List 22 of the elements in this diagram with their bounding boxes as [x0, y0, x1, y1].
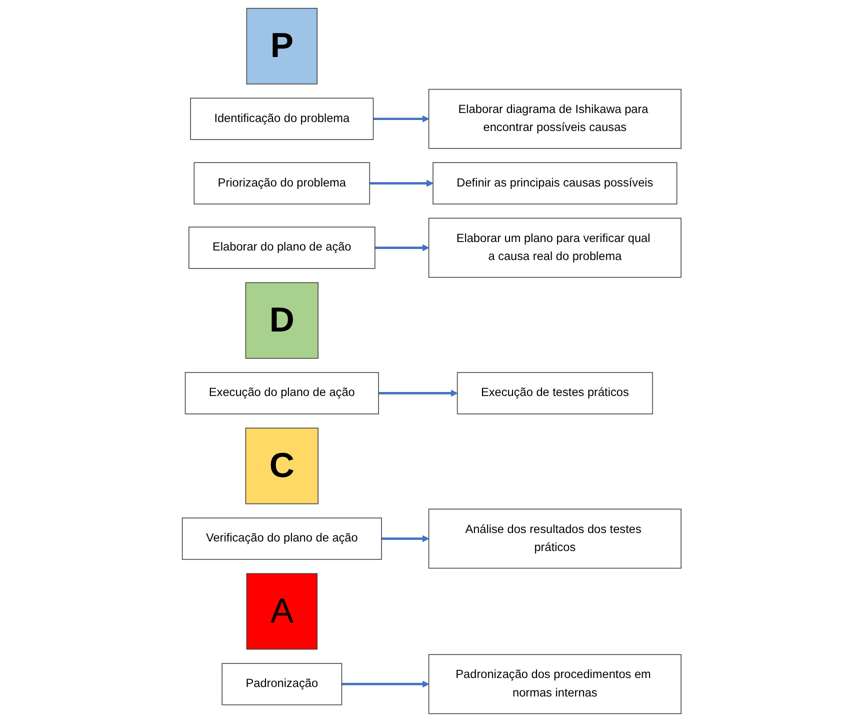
node-box: P	[246, 8, 318, 84]
arrow	[375, 244, 430, 252]
node-box: D	[246, 282, 319, 359]
node-box: Definir as principais causas possíveis	[432, 162, 678, 204]
node-box: Elaborar um plano para verificar qual a causa real do problema	[428, 218, 682, 278]
node-box: Análise dos resultados dos testes práticos	[428, 508, 682, 569]
arrow	[374, 115, 430, 122]
node-box: Elaborar do plano de ação	[188, 226, 376, 269]
arrow	[370, 180, 434, 187]
node-box: C	[246, 428, 319, 504]
node-box: Padronização	[222, 663, 342, 706]
node-box: A	[246, 573, 318, 650]
node-box: Execução de testes práticos	[457, 372, 654, 414]
arrow	[382, 535, 430, 542]
node-box: Elaborar diagrama de Ishikawa para encontrar possíveis causas	[428, 88, 682, 149]
arrow	[378, 390, 458, 397]
node-box: Execução do plano de ação	[185, 372, 380, 414]
arrow	[342, 680, 430, 688]
node-box: Padronização dos procedimentos em normas internas	[428, 654, 682, 714]
node-box: Identificação do problema	[190, 98, 374, 140]
node-box: Priorização do problema	[194, 162, 370, 204]
node-box: Verificação do plano de ação	[182, 518, 382, 560]
